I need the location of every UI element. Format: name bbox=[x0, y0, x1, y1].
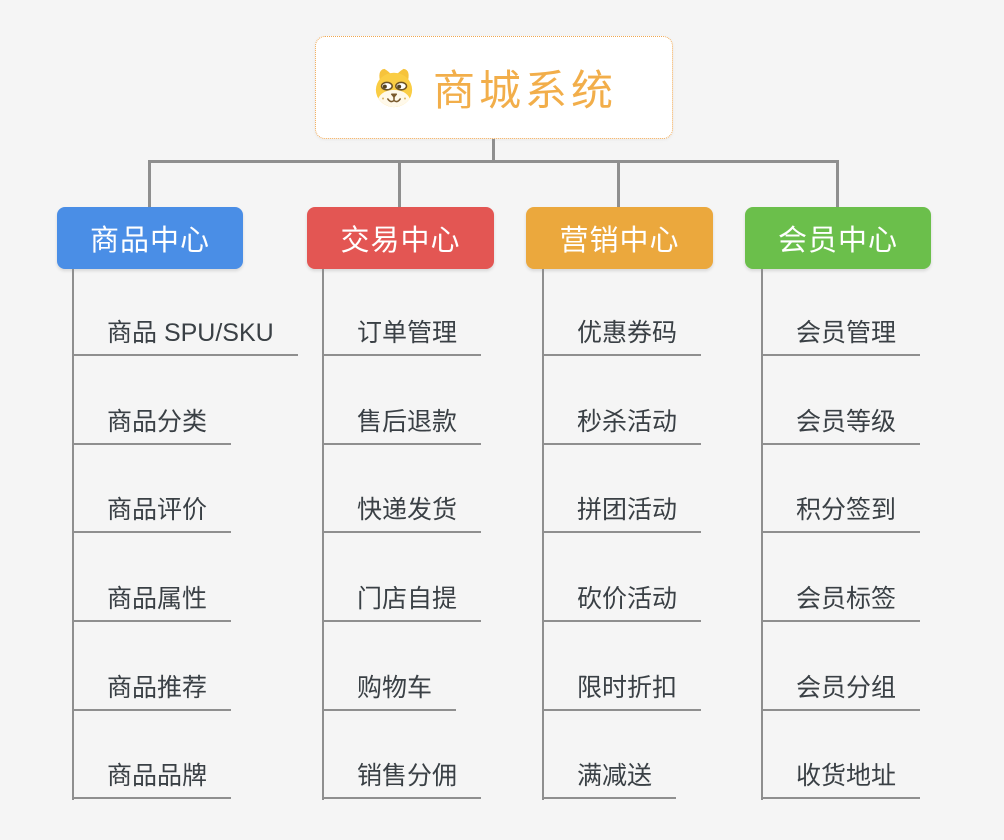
branch-line-trade-center: 订单管理 售后退款 快递发货 门店自提 购物车 销售分佣 bbox=[322, 269, 562, 800]
branch-header-product-center[interactable]: 商品中心 bbox=[57, 207, 243, 269]
leaf-item[interactable]: 限时折扣 bbox=[544, 674, 702, 711]
leaf-item[interactable]: 优惠券码 bbox=[544, 319, 702, 356]
leaf-item[interactable]: 快递发货 bbox=[324, 496, 482, 533]
leaf-item[interactable]: 满减送 bbox=[544, 762, 677, 799]
branch-header-member-center[interactable]: 会员中心 bbox=[745, 207, 931, 269]
branch-header-trade-center[interactable]: 交易中心 bbox=[307, 207, 494, 269]
connector-drop-marketing bbox=[617, 160, 620, 207]
leaf-item[interactable]: 砍价活动 bbox=[544, 585, 702, 622]
connector-drop-trade bbox=[398, 160, 401, 207]
branch-line-product-center: 商品 SPU/SKU 商品分类 商品评价 商品属性 商品推荐 商品品牌 bbox=[72, 269, 312, 800]
leaf-item[interactable]: 会员标签 bbox=[763, 585, 921, 622]
branch-header-marketing-center[interactable]: 营销中心 bbox=[526, 207, 713, 269]
leaf-item[interactable]: 商品 SPU/SKU bbox=[74, 319, 298, 356]
root-title: 商城系统 bbox=[432, 67, 617, 114]
leaf-item[interactable]: 商品推荐 bbox=[74, 674, 232, 711]
leaf-item[interactable]: 会员管理 bbox=[763, 319, 921, 356]
leaf-item[interactable]: 会员分组 bbox=[763, 674, 921, 711]
branch-line-marketing-center: 优惠券码 秒杀活动 拼团活动 砍价活动 限时折扣 满减送 bbox=[542, 269, 782, 800]
leaf-item[interactable]: 门店自提 bbox=[324, 585, 482, 622]
leaf-item[interactable]: 商品属性 bbox=[74, 585, 232, 622]
connector-drop-product bbox=[148, 160, 151, 207]
leaf-item[interactable]: 收货地址 bbox=[763, 762, 921, 799]
leaf-item[interactable]: 会员等级 bbox=[763, 408, 921, 445]
dog-face-icon bbox=[371, 67, 417, 109]
branch-line-member-center: 会员管理 会员等级 积分签到 会员标签 会员分组 收货地址 bbox=[761, 269, 1001, 800]
leaf-item[interactable]: 商品品牌 bbox=[74, 762, 232, 799]
connector-root-stub bbox=[492, 139, 495, 161]
connector-bus bbox=[148, 160, 839, 163]
leaf-item[interactable]: 订单管理 bbox=[324, 319, 482, 356]
leaf-item[interactable]: 积分签到 bbox=[763, 496, 921, 533]
leaf-item[interactable]: 购物车 bbox=[324, 674, 457, 711]
leaf-item[interactable]: 商品分类 bbox=[74, 408, 232, 445]
connector-drop-member bbox=[836, 160, 839, 207]
leaf-item[interactable]: 销售分佣 bbox=[324, 762, 482, 799]
leaf-item[interactable]: 秒杀活动 bbox=[544, 408, 702, 445]
root-node[interactable]: 商城系统 bbox=[315, 36, 673, 139]
leaf-item[interactable]: 拼团活动 bbox=[544, 496, 702, 533]
leaf-item[interactable]: 商品评价 bbox=[74, 496, 232, 533]
leaf-item[interactable]: 售后退款 bbox=[324, 408, 482, 445]
